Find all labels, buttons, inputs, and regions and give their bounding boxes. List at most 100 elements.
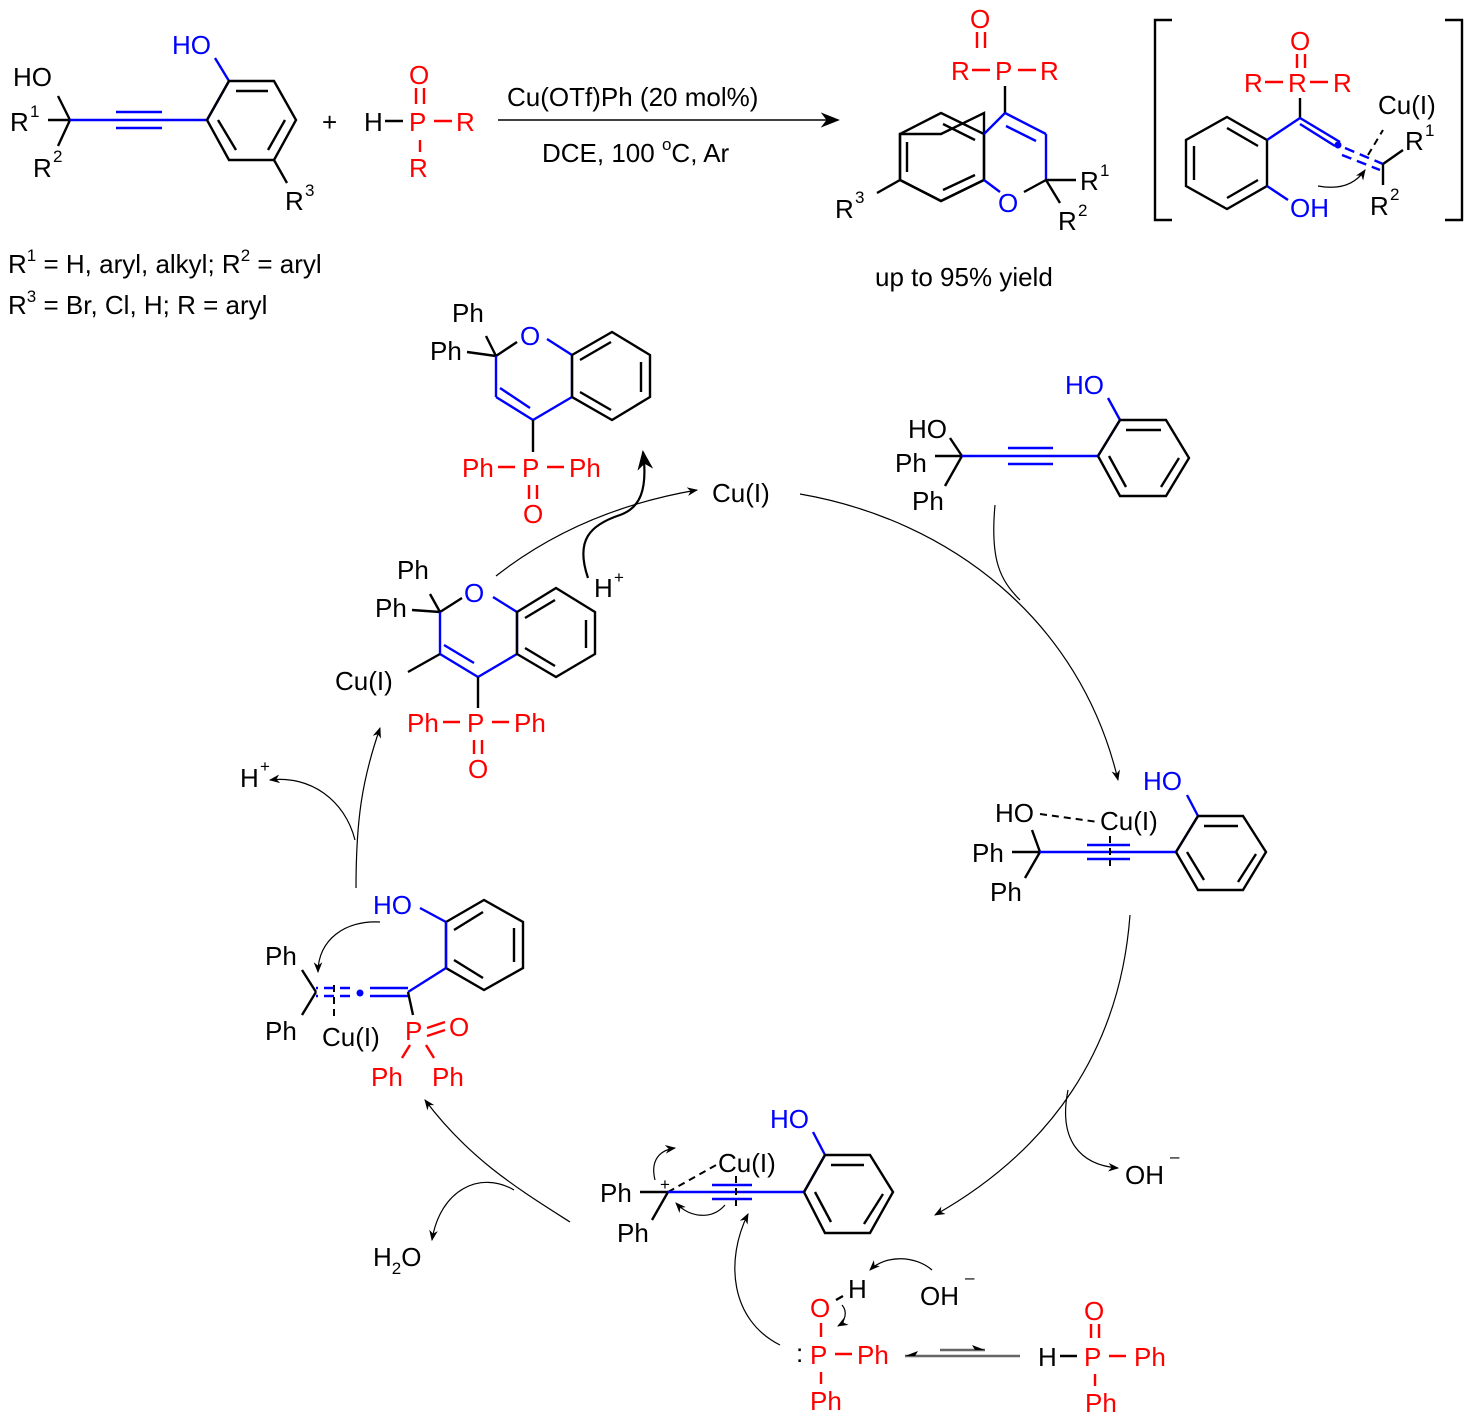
label-minus: –: [1170, 1147, 1180, 1166]
label-ph2: Ph: [375, 593, 407, 623]
label-r1-sup: 1: [1100, 161, 1109, 180]
label-r2: R: [33, 153, 52, 183]
label-ph-left: Ph: [462, 453, 494, 483]
water-label: H2O: [373, 1242, 421, 1278]
label-ph1: Ph: [600, 1178, 632, 1208]
label-oh: OH: [920, 1281, 959, 1311]
conditions-solvent-temp: DCE, 100 oC, Ar: [542, 135, 730, 168]
label-ph1: Ph: [972, 838, 1004, 868]
label-ph1: Ph: [397, 555, 429, 585]
label-o: O: [810, 1293, 830, 1323]
hydroxide-base: OH –: [920, 1268, 975, 1311]
label-cu: Cu(I): [718, 1148, 776, 1178]
label-ph-left: Ph: [407, 708, 439, 738]
plus-sign: +: [322, 107, 337, 137]
label-oh: OH: [1290, 193, 1329, 223]
hydroxide-leaving: OH –: [1125, 1147, 1180, 1190]
substituents-line1: R1 = H, aryl, alkyl; R2 = aryl: [8, 246, 322, 279]
label-ph2: Ph: [265, 1016, 297, 1046]
reactant-alkynol: HO R 1 R 2 HO R 3: [10, 30, 314, 216]
label-o: O: [464, 578, 484, 608]
label-phenol-ho: HO: [172, 30, 211, 60]
label-r3-sup: 3: [855, 188, 864, 207]
substituents-line2: R3 = Br, Cl, H; R = aryl: [8, 287, 267, 320]
label-ph-right: Ph: [857, 1340, 889, 1370]
label-ho-phenol: HO: [1065, 370, 1104, 400]
label-o: O: [409, 60, 429, 90]
label-r1-sup: 1: [1425, 121, 1434, 140]
label-ph1: Ph: [895, 448, 927, 478]
label-ho-alc: HO: [908, 414, 947, 444]
label-ph2: Ph: [990, 877, 1022, 907]
label-plus: +: [614, 568, 624, 587]
label-r-right: R: [1333, 68, 1352, 98]
label-r-left: R: [1244, 68, 1263, 98]
label-o-top: O: [970, 4, 990, 34]
label-r1-sup: 1: [30, 102, 39, 121]
label-cu: Cu(I): [322, 1022, 380, 1052]
label-r1: R: [1405, 126, 1424, 156]
label-h: H: [240, 763, 259, 793]
cycle-substrate: HO Ph Ph HO: [895, 370, 1191, 516]
label-o: O: [1290, 26, 1310, 56]
label-p: P: [810, 1340, 827, 1370]
label-oh: OH: [1125, 1160, 1164, 1190]
label-o-bottom: O: [523, 499, 543, 529]
label-h: H: [364, 107, 383, 137]
label-cation-plus: +: [660, 1175, 670, 1194]
label-plus: +: [260, 757, 270, 776]
label-r-mid: R: [1288, 68, 1307, 98]
label-p: P: [522, 453, 539, 483]
label-ho: HO: [13, 62, 52, 92]
equilibrium-arrows: [905, 1345, 1020, 1358]
label-o: O: [520, 321, 540, 351]
label-r1: R: [1080, 166, 1099, 196]
label-ho: HO: [995, 798, 1034, 828]
label-ph-right: Ph: [1134, 1342, 1166, 1372]
label-h: H: [594, 573, 613, 603]
label-o: O: [1084, 1296, 1104, 1326]
label-cu: Cu(I): [1100, 806, 1158, 836]
label-ph-b: Ph: [432, 1062, 464, 1092]
cycle-pi-complex: HO Cu(I) Ph Ph HO: [972, 766, 1268, 907]
label-ho: HO: [373, 890, 412, 920]
label-r3: R: [835, 194, 854, 224]
label-ho-phenol: HO: [770, 1104, 809, 1134]
diphenylphosphine-oxide: O H P Ph Ph: [1038, 1296, 1166, 1418]
cycle-product-chromene: Ph Ph O Ph P Ph O: [430, 298, 652, 529]
label-r-right: R: [456, 107, 475, 137]
water-byproduct: H2O: [373, 1242, 421, 1278]
label-ph2: Ph: [430, 336, 462, 366]
label-cu: Cu(I): [335, 666, 393, 696]
label-lone-pair: :: [796, 1338, 803, 1368]
label-ring-o: O: [998, 188, 1018, 218]
label-ph-down: Ph: [810, 1386, 842, 1416]
label-h: H: [848, 1274, 867, 1304]
label-r3: R: [285, 186, 304, 216]
proton-out: H +: [240, 757, 270, 793]
label-p: P: [405, 1016, 422, 1046]
label-o-bottom: O: [468, 754, 488, 784]
label-ho-phenol: HO: [1143, 766, 1182, 796]
label-r-left: R: [951, 56, 970, 86]
cycle-propargyl-cation: Ph Ph + Cu(I) HO: [600, 1104, 895, 1346]
label-r2-sup: 2: [53, 147, 62, 166]
cycle-copper-chromene: Ph Ph O Cu(I) Ph P Ph O: [335, 555, 597, 784]
label-p: P: [1084, 1342, 1101, 1372]
label-o: O: [449, 1012, 469, 1042]
label-p: P: [409, 107, 426, 137]
label-ph2: Ph: [912, 486, 944, 516]
conditions-catalyst: Cu(OTf)Ph (20 mol%): [507, 82, 758, 112]
label-r1: R: [10, 107, 29, 137]
product-chromene: O R P R O R 1 R 2 R 3: [835, 4, 1109, 236]
label-cu: Cu(I): [1378, 90, 1436, 120]
catalyst-cu-label: Cu(I): [712, 478, 770, 508]
bracketed-allenyl-intermediate: O R R R OH Cu(I) R 1 R 2: [1153, 18, 1464, 223]
label-r3-sup: 3: [305, 181, 314, 200]
substituent-definitions: R1 = H, aryl, alkyl; R2 = aryl R3 = Br, …: [8, 246, 322, 320]
label-ph-down: Ph: [1085, 1388, 1117, 1418]
label-r-down: R: [409, 153, 428, 183]
label-r2: R: [1058, 206, 1077, 236]
label-ph1: Ph: [452, 298, 484, 328]
